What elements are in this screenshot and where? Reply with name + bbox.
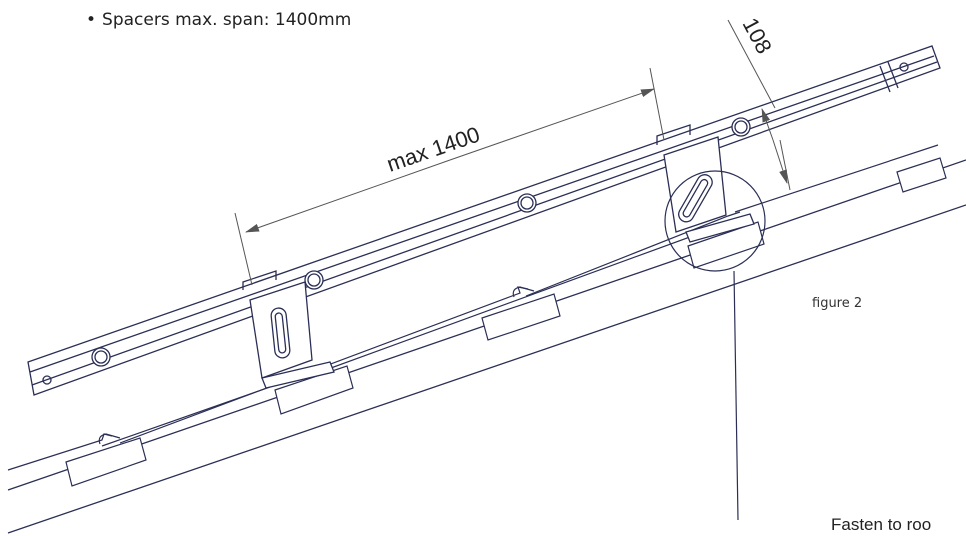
rail-bolt-inner <box>94 350 108 364</box>
spacer-bracket-left <box>242 270 335 389</box>
callout-label: Fasten to roo <box>831 515 932 534</box>
figure-label: figure 2 <box>812 296 863 311</box>
extension-line <box>649 67 665 141</box>
rail-hole <box>899 62 909 72</box>
spacer-span-note-text: Spacers max. span: 1400mm <box>102 10 352 30</box>
dimension-line <box>761 108 774 141</box>
detail-circle <box>664 170 766 272</box>
roof-hooks <box>98 286 535 445</box>
dimension-line <box>245 159 451 233</box>
rail-bolt-inner <box>734 120 748 134</box>
bracket-base <box>261 361 335 389</box>
tile-overlaps <box>7 144 939 471</box>
rail-inner-edge <box>29 55 935 373</box>
bracket-top <box>656 124 691 145</box>
rail-bolt-inner <box>520 196 534 210</box>
tile-edge <box>734 144 939 213</box>
roof-tile <box>896 157 947 193</box>
tile-edge <box>525 211 741 297</box>
spacer-span-note: •Spacers max. span: 1400mm <box>86 10 351 30</box>
rail-hole <box>42 375 52 385</box>
rail-inner-edge <box>31 61 938 386</box>
extension-line <box>779 139 791 191</box>
mounting-rail <box>27 45 941 396</box>
rail-body <box>27 45 941 396</box>
roof-tiles <box>65 157 947 487</box>
extension-line <box>727 19 776 109</box>
extension-line <box>234 212 253 286</box>
bullet-marker: • <box>86 10 97 30</box>
roof-hook <box>98 433 121 445</box>
span-dimension-label: max 1400 <box>383 122 482 177</box>
roof-line-lower <box>7 204 966 534</box>
bracket-base <box>685 213 755 243</box>
bracket-slot-inner <box>682 178 709 218</box>
spacer-bracket-right <box>656 124 755 243</box>
roof-tile <box>481 293 561 341</box>
span-dimension <box>234 67 665 286</box>
roof-surface <box>7 159 966 534</box>
tile-edge <box>319 225 721 373</box>
height-dimension-label: 108 <box>738 14 777 58</box>
height-dimension <box>727 19 791 191</box>
bracket-slot-inner <box>274 312 287 354</box>
bracket-top <box>242 270 277 290</box>
rail-joint <box>887 61 899 89</box>
rail-bolts <box>91 117 751 367</box>
callout-leader-line <box>733 270 739 521</box>
dimension-line <box>449 88 655 161</box>
rail-joint <box>879 65 891 93</box>
rail-bolt-inner <box>307 273 321 287</box>
dimension-line <box>772 139 788 184</box>
roof-tile <box>65 437 147 487</box>
roof-hook <box>512 286 535 298</box>
